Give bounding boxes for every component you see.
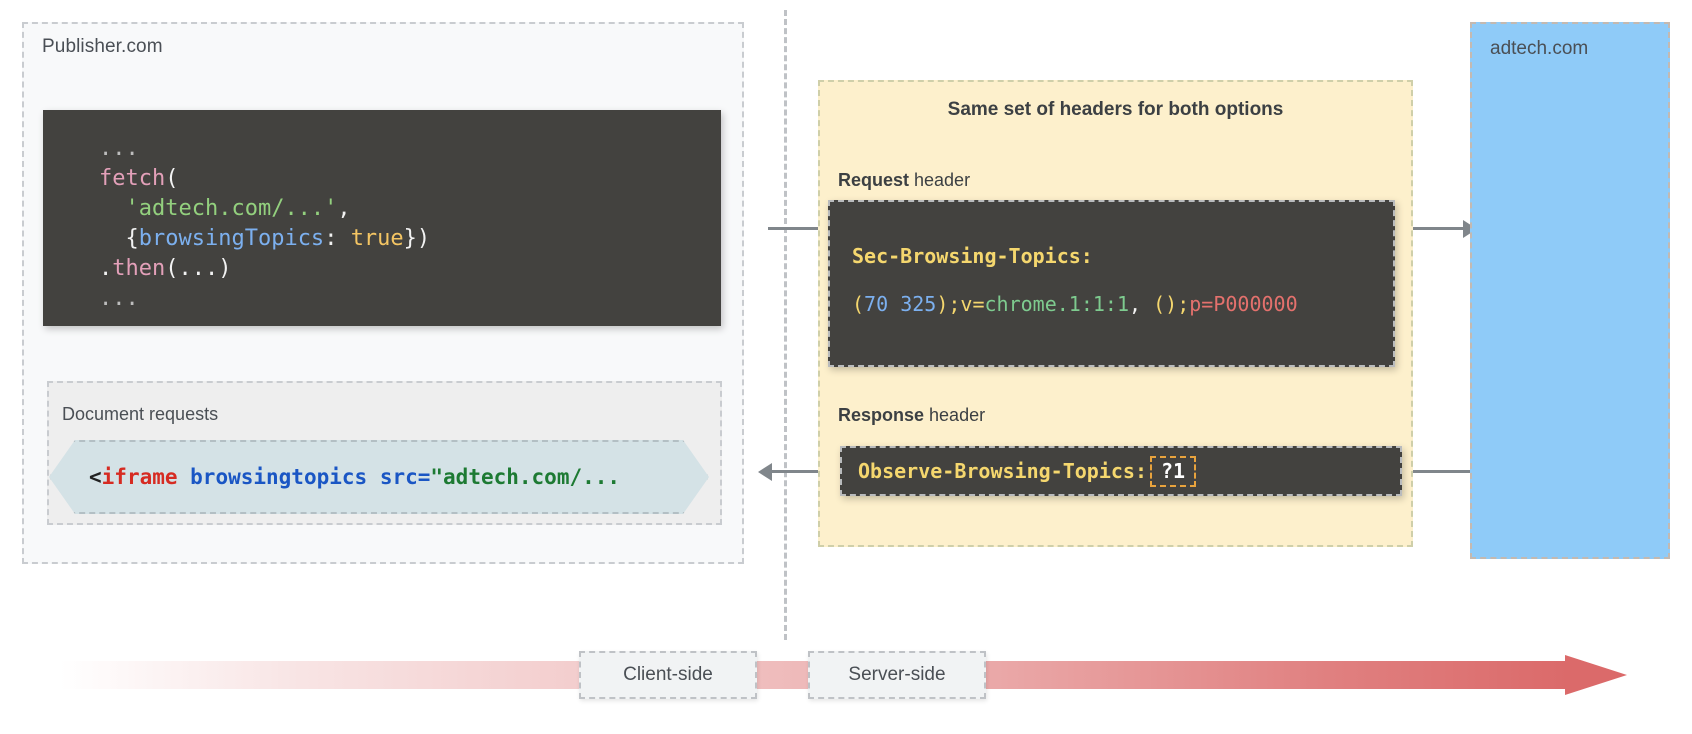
value-semicolon-2: ;: [1177, 292, 1190, 316]
publisher-label: Publisher.com: [42, 36, 163, 57]
version-key: v=: [960, 292, 985, 316]
observe-browsing-topics-value: ?1: [1149, 455, 1197, 487]
iframe-src-value: "adtech.com/...: [430, 465, 621, 489]
value-close-paren: ): [936, 292, 949, 316]
code-line-6: ...: [43, 284, 721, 314]
headers-panel-title: Same set of headers for both options: [947, 99, 1284, 120]
fetch-open-paren: (: [165, 166, 179, 191]
options-open-brace: {: [125, 226, 139, 251]
topic-id-70: 70: [864, 292, 889, 316]
options-close: }): [403, 226, 431, 251]
timeline-arrow-head-icon: [1565, 655, 1627, 695]
client-server-divider: [784, 10, 787, 640]
request-header-label: Request header: [838, 170, 970, 191]
response-header-label: Response header: [838, 405, 985, 426]
then-args: (...): [165, 256, 232, 281]
iframe-code-text: <iframe browsingtopics src="adtech.com/.…: [51, 465, 620, 489]
fetch-url-string: 'adtech.com/...': [125, 196, 338, 221]
response-header-label-bold: Response: [838, 405, 925, 425]
response-header-code-block: Observe-Browsing-Topics:?1: [840, 446, 1402, 496]
sec-browsing-topics-name: Sec-Browsing-Topics:: [852, 244, 1093, 268]
arrow-publisher-to-headers: [768, 227, 820, 230]
value-space: [888, 292, 900, 316]
code-line-4: {browsingTopics: true}): [43, 224, 721, 254]
response-header-line: Observe-Browsing-Topics:?1: [858, 455, 1197, 487]
document-requests-label: Document requests: [62, 404, 219, 424]
iframe-src-attr: src=: [379, 465, 431, 489]
topic-id-325: 325: [900, 292, 937, 316]
options-colon: :: [324, 226, 338, 251]
then-keyword: then: [112, 256, 166, 281]
client-side-chip: Client-side: [579, 651, 757, 699]
arrow-headers-to-publisher: [772, 470, 844, 473]
browsing-topics-value: true: [350, 226, 404, 251]
iframe-tag-name: iframe: [101, 465, 178, 489]
arrow-adtech-to-headers: [1400, 470, 1490, 473]
iframe-browsingtopics-attr: browsingtopics: [177, 465, 380, 489]
code-line-3: 'adtech.com/...',: [43, 194, 721, 224]
arrow-headers-to-adtech: [1412, 227, 1472, 230]
padding-value: p=P000000: [1189, 292, 1298, 316]
value-empty-parens: (): [1153, 292, 1178, 316]
response-header-label-rest: header: [924, 405, 986, 425]
server-side-chip: Server-side: [808, 651, 986, 699]
request-header-value-line: (70 325);v=chrome.1:1:1, ();p=P000000: [852, 280, 1393, 328]
code-ellipsis-bottom: ...: [99, 286, 139, 311]
fetch-keyword: fetch: [99, 166, 166, 191]
code-ellipsis-top: ...: [99, 136, 139, 161]
code-line-5: .then(...): [43, 254, 721, 284]
request-header-name-line: Sec-Browsing-Topics:: [852, 232, 1393, 280]
fetch-code-block: ... fetch( 'adtech.com/...', {browsingTo…: [43, 110, 721, 326]
then-dot: .: [99, 256, 113, 281]
browsing-topics-key: browsingTopics: [138, 226, 325, 251]
fetch-comma: ,: [337, 196, 351, 221]
request-header-label-bold: Request: [838, 170, 910, 190]
iframe-open-bracket: <: [89, 465, 102, 489]
adtech-label: adtech.com: [1490, 38, 1589, 59]
version-value: chrome.1:1:1: [984, 292, 1130, 316]
code-line-1: ...: [43, 134, 721, 164]
request-header-label-rest: header: [909, 170, 971, 190]
value-open-paren: (: [852, 292, 865, 316]
observe-browsing-topics-name: Observe-Browsing-Topics:: [858, 458, 1147, 483]
code-line-2: fetch(: [43, 164, 721, 194]
adtech-panel: [1470, 22, 1670, 559]
arrow-head-to-publisher-icon: [758, 463, 772, 481]
value-semicolon-1: ;: [948, 292, 961, 316]
request-header-code-block: Sec-Browsing-Topics: (70 325);v=chrome.1…: [828, 200, 1395, 367]
value-comma: ,: [1129, 292, 1154, 316]
iframe-code-chip: <iframe browsingtopics src="adtech.com/.…: [49, 440, 709, 514]
